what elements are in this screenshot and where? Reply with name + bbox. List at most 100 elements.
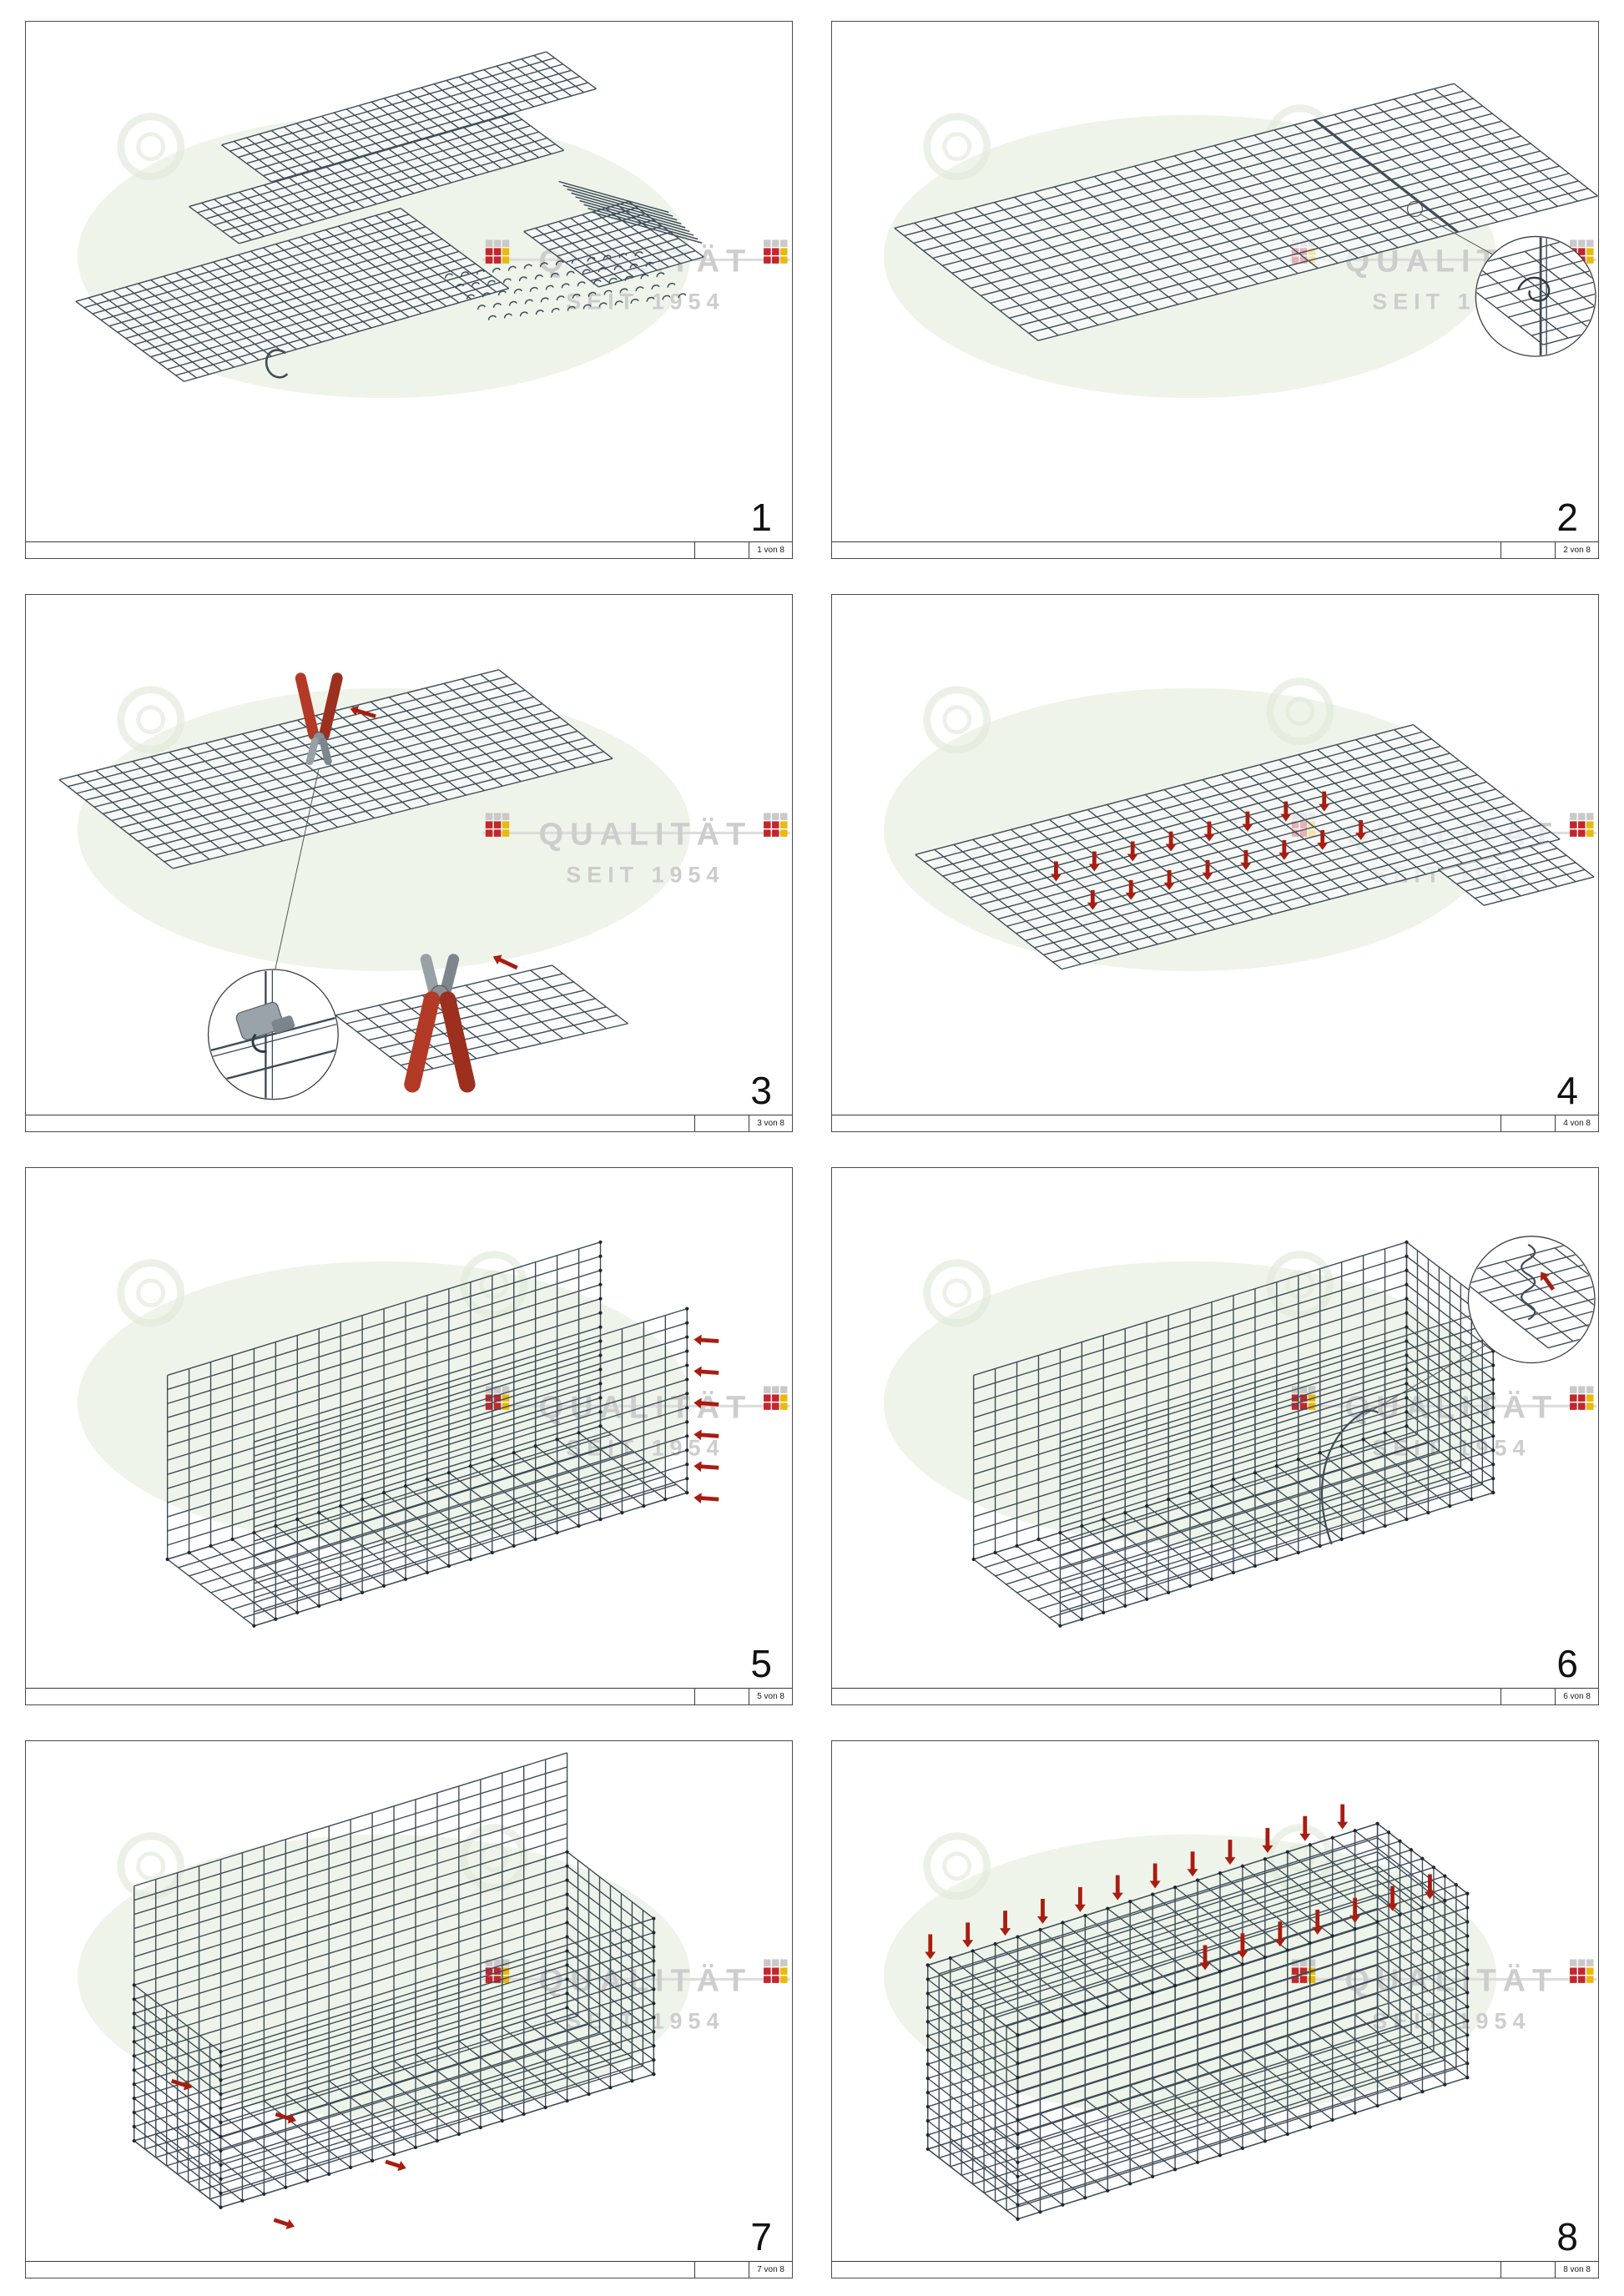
sheet-count: 1 von 8 <box>749 542 792 558</box>
mesh-grid <box>221 51 597 183</box>
footer-cell <box>1500 542 1555 558</box>
brand-logo-icon <box>485 813 510 837</box>
direction-arrow <box>273 2218 295 2230</box>
direction-arrow <box>962 1922 974 1948</box>
emblem-icon <box>923 686 991 754</box>
direction-arrow <box>1280 801 1292 822</box>
footer-cell <box>694 1689 749 1704</box>
direction-arrow <box>925 1934 936 1960</box>
brand-logo-icon <box>485 239 510 264</box>
sheet-count: 2 von 8 <box>1555 542 1598 558</box>
c-clip-icon <box>265 349 289 379</box>
direction-arrow <box>1237 1933 1248 1959</box>
rod-bundle <box>583 204 694 236</box>
direction-arrow <box>1202 859 1213 880</box>
sheet-count: 4 von 8 <box>1555 1115 1598 1131</box>
brand-logo-icon <box>485 1959 510 1983</box>
watermark-line2: SEIT 1954 <box>566 1435 724 1460</box>
sheet-count: 3 von 8 <box>749 1115 792 1131</box>
direction-arrow <box>1112 1875 1123 1901</box>
direction-arrow <box>693 1461 719 1473</box>
sheet-footer: 8 von 8 <box>832 2261 1598 2278</box>
rod-bundle <box>571 192 682 224</box>
detail-content <box>1476 237 1596 356</box>
brand-logo-icon <box>1570 813 1594 837</box>
step-number: 3 <box>750 1069 772 1112</box>
direction-arrow <box>1242 811 1253 832</box>
rod-bundle <box>579 199 690 233</box>
direction-arrow <box>1262 1827 1273 1853</box>
mesh-grid <box>75 208 510 382</box>
direction-arrow <box>1050 861 1062 882</box>
sheet-footer: 1 von 8 <box>26 541 792 558</box>
detail-content <box>209 970 338 1099</box>
direction-arrow <box>1240 849 1252 870</box>
rod-bundle <box>558 180 669 214</box>
direction-arrow <box>693 1429 719 1441</box>
watermark-line1: QUALITÄT <box>539 816 752 852</box>
mesh-grid <box>894 83 1598 341</box>
direction-arrow <box>1541 1271 1556 1292</box>
direction-arrow <box>275 2112 297 2124</box>
sheet-count: 6 von 8 <box>1555 1689 1598 1704</box>
rod-bundle <box>592 211 703 244</box>
sheet-footer: 7 von 8 <box>26 2261 792 2278</box>
footer-cell <box>694 1115 749 1131</box>
step-number: 2 <box>1556 496 1578 539</box>
mesh-grid <box>523 200 704 288</box>
direction-arrow <box>1299 1815 1311 1841</box>
pliers-icon <box>295 672 343 766</box>
direction-arrow <box>1224 1840 1236 1866</box>
direction-arrow <box>1187 1851 1198 1877</box>
step-number: 5 <box>750 1642 772 1685</box>
sheet-footer: 6 von 8 <box>832 1688 1598 1704</box>
watermark-line2: SEIT 1954 <box>566 289 724 314</box>
rod-bundle <box>567 189 678 221</box>
pliers-icon <box>404 954 476 1093</box>
brand-logo-icon <box>1570 1386 1594 1410</box>
direction-arrow <box>693 1334 719 1346</box>
direction-arrow <box>1000 1911 1011 1936</box>
rod-bundle <box>575 196 686 229</box>
mesh-grid <box>134 1752 568 1986</box>
direction-arrow <box>350 705 376 718</box>
mesh-grid <box>189 113 565 244</box>
watermark-line2: SEIT 1954 <box>1372 1435 1531 1460</box>
step-number: 8 <box>1556 2215 1578 2258</box>
brand-logo-icon <box>764 813 788 837</box>
emblem-icon <box>117 686 185 754</box>
direction-arrow <box>1199 1945 1211 1971</box>
direction-arrow <box>1088 851 1100 872</box>
direction-arrow <box>385 2159 406 2172</box>
direction-arrow <box>693 1493 719 1504</box>
emblem-icon <box>923 113 991 181</box>
step-number: 1 <box>750 496 772 539</box>
direction-arrow <box>1317 829 1329 850</box>
direction-arrow <box>1312 1909 1324 1935</box>
direction-arrow <box>693 1397 719 1409</box>
direction-arrow <box>1274 1921 1286 1947</box>
brand-logo-icon <box>764 1386 788 1410</box>
footer-cell <box>694 542 749 558</box>
emblem-icon <box>923 1259 991 1327</box>
direction-arrow <box>170 2078 193 2091</box>
direction-arrow <box>1074 1886 1086 1912</box>
direction-arrow <box>1125 879 1137 900</box>
direction-arrow <box>1149 1863 1161 1889</box>
mesh-grid <box>1437 840 1595 906</box>
hook-icon <box>1517 276 1551 302</box>
direction-arrow <box>1127 841 1138 862</box>
brand-logo-icon <box>1570 1959 1594 1983</box>
direction-arrow <box>1165 831 1177 852</box>
direction-arrow <box>492 954 518 970</box>
emblem-icon <box>117 1259 185 1327</box>
